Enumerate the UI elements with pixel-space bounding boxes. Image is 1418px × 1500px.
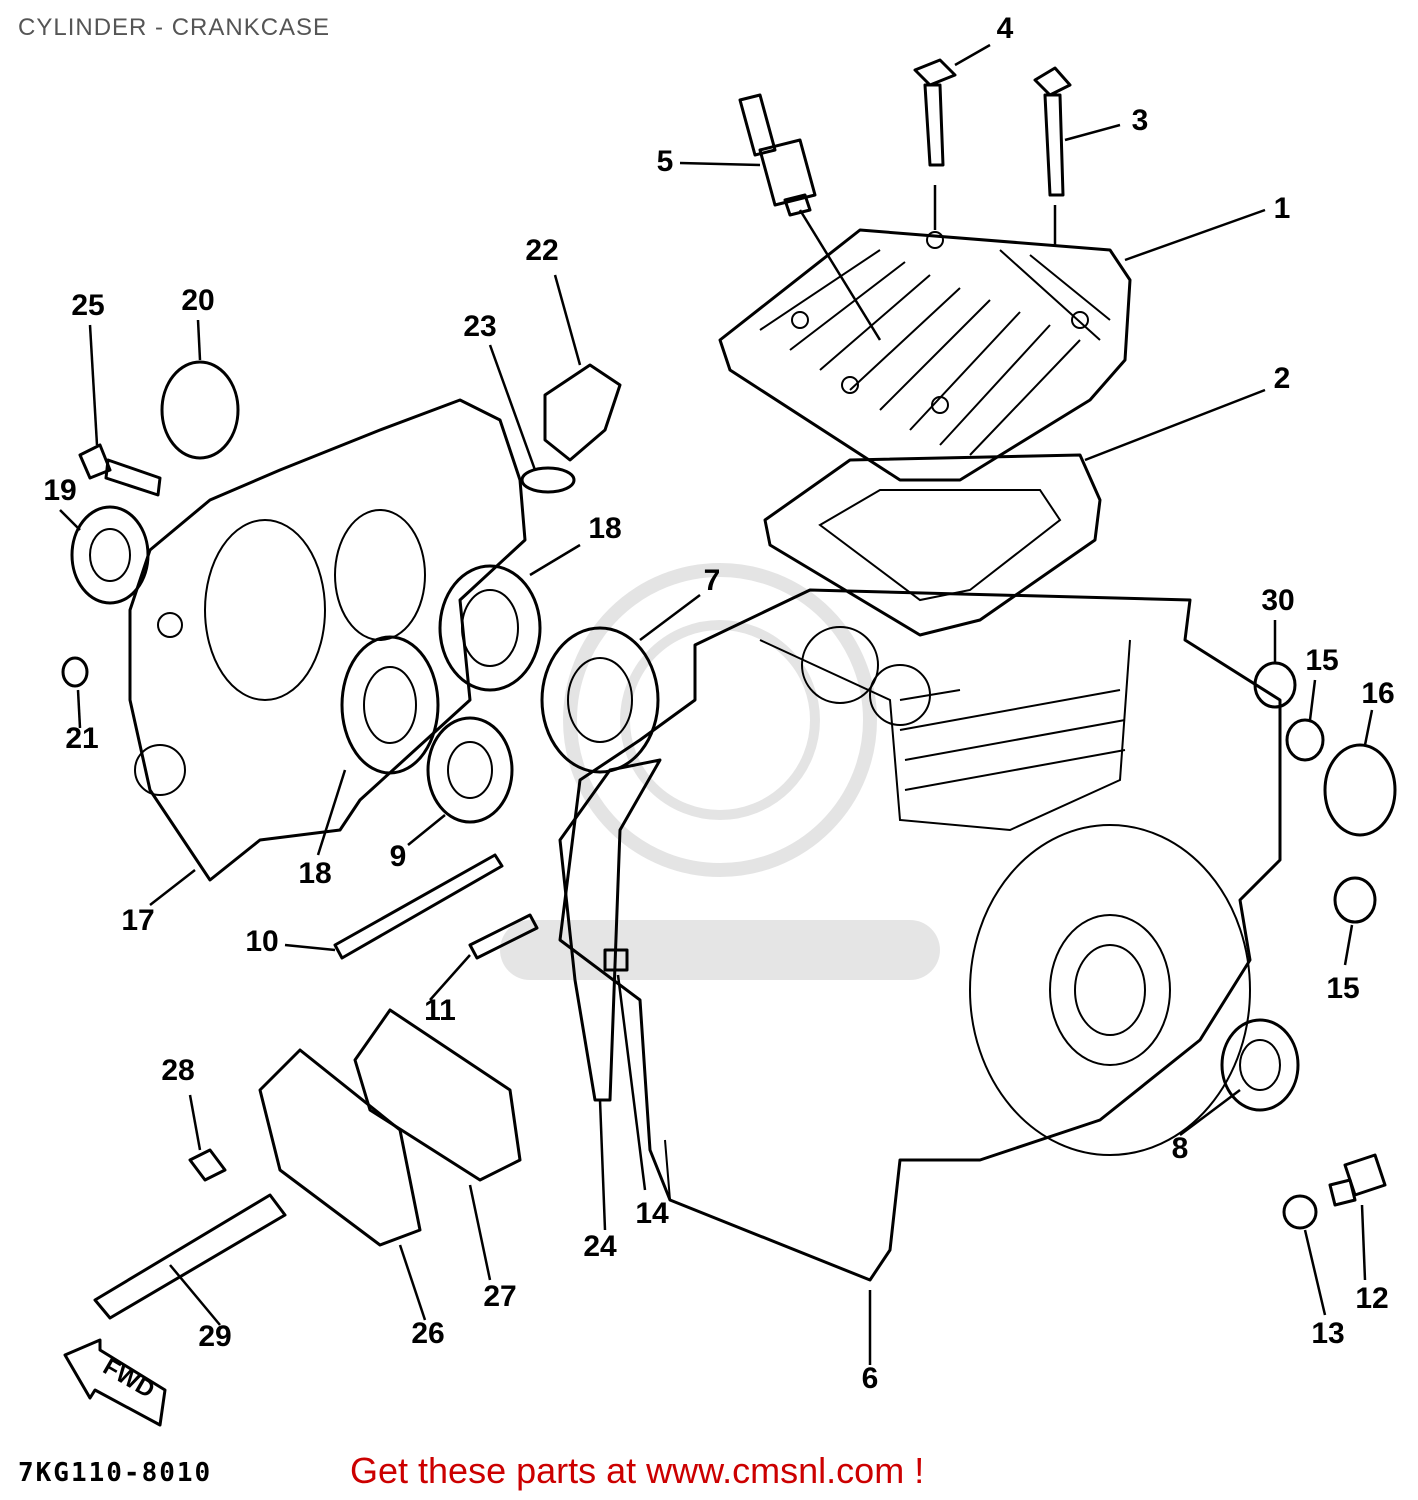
oil-seal-19	[70, 505, 150, 605]
callout-10: 10	[245, 925, 278, 958]
washer-13	[1282, 1194, 1318, 1230]
callout-16: 16	[1361, 677, 1394, 710]
callout-15-upper: 15	[1305, 644, 1338, 677]
callout-19: 19	[43, 474, 76, 507]
bearing-7	[540, 626, 660, 774]
cylinder-head	[718, 228, 1132, 482]
callout-14: 14	[635, 1197, 669, 1230]
fwd-arrow-icon: FWD	[63, 1338, 167, 1427]
crankcase-cover	[128, 398, 527, 882]
plug-22	[543, 363, 622, 462]
callout-2: 2	[1274, 362, 1291, 395]
callout-30: 30	[1261, 584, 1294, 617]
gasket-24	[558, 758, 662, 1102]
plug-30	[1253, 661, 1297, 709]
bolt-12	[1328, 1153, 1387, 1207]
plug-15-upper	[1285, 718, 1325, 762]
dowel-14	[603, 948, 629, 972]
stud-10	[333, 853, 504, 960]
bearing-18-upper	[438, 564, 542, 692]
callout-25: 25	[71, 289, 104, 322]
pipe-29	[93, 1193, 287, 1320]
callout-21: 21	[65, 722, 98, 755]
plug-15-lower	[1333, 876, 1377, 924]
callout-13: 13	[1311, 1317, 1344, 1350]
callout-5: 5	[657, 145, 674, 178]
o-ring-23	[520, 466, 576, 494]
cap-16	[1323, 743, 1397, 837]
gasket-27	[353, 1008, 522, 1182]
callout-6: 6	[862, 1362, 879, 1395]
callout-27: 27	[483, 1280, 516, 1313]
spark-plug	[738, 93, 817, 217]
bearing-9	[426, 716, 514, 824]
leader-lines	[59, 43, 1374, 1365]
ring-20	[160, 360, 240, 460]
crankcase	[558, 588, 1282, 1282]
head-bolt-4	[913, 58, 957, 230]
callout-24: 24	[583, 1230, 617, 1263]
callout-28: 28	[161, 1054, 194, 1087]
watermark-logo	[500, 563, 940, 980]
callout-17: 17	[121, 904, 154, 937]
diagram-code: 7KG110-8010	[18, 1458, 213, 1488]
washer-21	[61, 656, 89, 688]
callout-26: 26	[411, 1317, 444, 1350]
bearing-18-lower	[340, 635, 440, 775]
callout-15-lower: 15	[1326, 972, 1359, 1005]
callout-1: 1	[1274, 192, 1291, 225]
callout-8: 8	[1172, 1132, 1189, 1165]
callout-22: 22	[525, 234, 558, 267]
callout-20: 20	[181, 284, 214, 317]
stud-11	[468, 913, 539, 960]
bolt-25	[78, 443, 162, 497]
oil-seal-8	[1220, 1018, 1300, 1112]
callout-18-upper: 18	[588, 512, 621, 545]
callout-12: 12	[1355, 1282, 1388, 1315]
callout-9: 9	[390, 840, 407, 873]
callout-29: 29	[198, 1320, 231, 1353]
callout-23: 23	[463, 310, 496, 343]
callout-3: 3	[1132, 104, 1149, 137]
callout-labels: 1 2 3 4 5 6 7 8 9 10 11 12 13 14 15 15 1…	[43, 12, 1394, 1395]
bolt-28	[188, 1148, 227, 1182]
head-bolt-3	[1033, 66, 1072, 245]
callout-18-lower: 18	[298, 857, 331, 890]
callout-11: 11	[424, 994, 456, 1027]
callout-4: 4	[997, 12, 1014, 45]
callout-7: 7	[704, 564, 721, 597]
breather-cover-26	[258, 1048, 422, 1247]
head-gasket	[763, 453, 1102, 637]
page-title: CYLINDER - CRANKCASE	[18, 14, 331, 41]
promo-link[interactable]: Get these parts at www.cmsnl.com !	[350, 1450, 925, 1491]
